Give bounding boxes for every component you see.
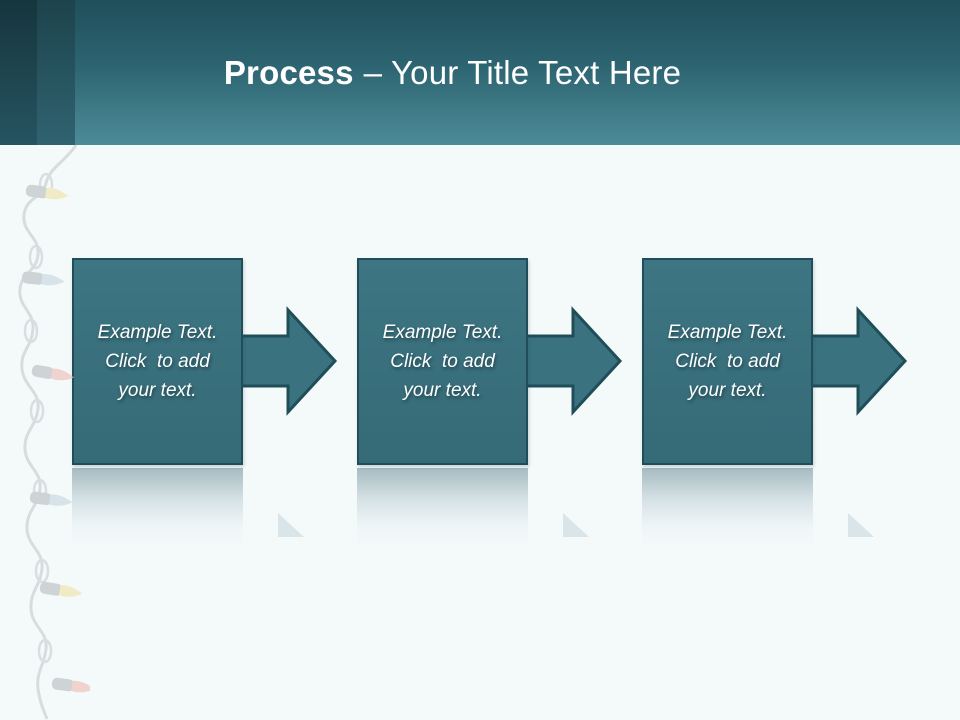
light-bulb-icon <box>39 581 83 597</box>
step-text-line: your text. <box>688 380 767 401</box>
arrow-right-icon <box>519 306 623 416</box>
wire-twist-loop <box>29 398 45 424</box>
process-step-box-1[interactable]: Example Text. Click to add your text. <box>72 258 243 465</box>
box-reflection <box>642 468 813 548</box>
process-step-box-2[interactable]: Example Text. Click to add your text. <box>357 258 528 465</box>
step-text-line: your text. <box>118 380 197 401</box>
light-bulb-icon <box>29 491 73 506</box>
step-text-line: Example Text. <box>667 322 788 343</box>
process-arrow-shape[interactable] <box>518 306 624 416</box>
christmas-lights-decoration <box>18 145 90 720</box>
light-bulb-icon <box>21 271 65 286</box>
box-reflection <box>357 468 528 548</box>
slide-title[interactable]: Process – Your Title Text Here <box>0 0 905 145</box>
step-text-line: Example Text. <box>382 322 503 343</box>
header-left-band-mid <box>37 0 75 145</box>
step-text-line: Example Text. <box>97 322 218 343</box>
wire-twist-loop <box>37 638 53 664</box>
light-bulb-icon <box>51 677 90 693</box>
step-text-line: Click to add <box>390 351 495 372</box>
arrow-right-icon <box>234 306 338 416</box>
arrow-right-icon <box>804 306 908 416</box>
slide-header: Process – Your Title Text Here <box>0 0 960 145</box>
arrow-reflection <box>278 513 304 537</box>
title-keyword: Process <box>223 53 354 91</box>
wire-twist-loop <box>23 318 39 344</box>
arrow-reflection <box>848 513 874 537</box>
header-left-band-dark <box>0 0 37 145</box>
process-arrow-shape[interactable] <box>233 306 339 416</box>
arrow-reflection <box>563 513 589 537</box>
wire-twist-loop <box>34 558 50 584</box>
box-reflection <box>72 468 243 548</box>
title-placeholder-text: – Your Title Text Here <box>363 53 682 91</box>
light-bulb-icon <box>31 364 75 381</box>
step-text-line: your text. <box>403 380 482 401</box>
process-arrow-shape[interactable] <box>803 306 909 416</box>
step-text-line: Click to add <box>105 351 210 372</box>
step-text-line: Click to add <box>675 351 780 372</box>
wire-twist-loop <box>28 244 44 270</box>
light-string-wire <box>18 145 78 720</box>
process-step-box-3[interactable]: Example Text. Click to add your text. <box>642 258 813 465</box>
light-bulb-icon <box>25 184 69 200</box>
